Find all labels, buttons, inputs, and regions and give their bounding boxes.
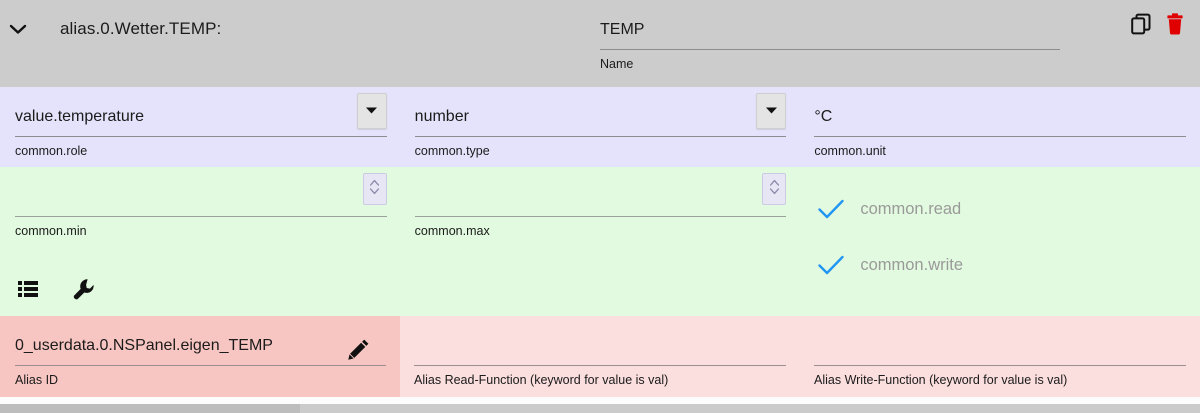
common-role-col: value.temperature common.role (0, 87, 401, 167)
common-type-underline (414, 136, 787, 137)
common-type-col: number common.type (401, 87, 801, 167)
alias-read-function-label: Alias Read-Function (keyword for value i… (414, 373, 669, 387)
chevron-down-icon (365, 102, 378, 120)
common-unit-field[interactable]: °C common.unit (814, 87, 1187, 159)
alias-row: 0_userdata.0.NSPanel.eigen_TEMP Alias ID… (0, 316, 1200, 397)
common-min-col: common.min (0, 167, 401, 316)
common-role-underline (15, 136, 387, 137)
alias-id-underline (15, 365, 386, 366)
common-type-field[interactable]: number common.type (414, 87, 787, 159)
common-unit-underline (814, 136, 1187, 137)
alias-read-function-underline (414, 365, 786, 366)
pencil-icon[interactable] (346, 336, 372, 362)
horizontal-scrollbar[interactable] (0, 404, 1200, 413)
check-icon (814, 248, 848, 282)
list-icon[interactable] (15, 276, 41, 302)
common-role-dropdown-button[interactable] (356, 93, 387, 129)
alias-write-function-field[interactable]: Alias Write-Function (keyword for value … (814, 316, 1186, 388)
page-title: alias.0.Wetter.TEMP: (60, 19, 222, 38)
common-type-label: common.type (414, 144, 490, 158)
common-write-label: common.write (860, 255, 964, 274)
common-max-value[interactable] (415, 185, 787, 209)
alias-header-left: alias.0.Wetter.TEMP: (0, 0, 600, 44)
common-min-field[interactable]: common.min (15, 167, 387, 239)
alias-write-function-label: Alias Write-Function (keyword for value … (814, 373, 1068, 387)
common-bottom-row: common.min (0, 167, 1200, 316)
common-role-field[interactable]: value.temperature common.role (15, 87, 387, 159)
trash-icon[interactable] (1162, 10, 1188, 38)
spinner-icon (769, 178, 780, 201)
name-underline (600, 49, 1060, 50)
common-permissions-col: common.read common.write (800, 167, 1200, 316)
common-type-value[interactable]: number (414, 108, 469, 125)
alias-id-value[interactable]: 0_userdata.0.NSPanel.eigen_TEMP (15, 337, 273, 354)
common-read-label: common.read (860, 199, 962, 218)
alias-read-function-col: Alias Read-Function (keyword for value i… (400, 316, 800, 397)
common-permissions: common.read common.write (814, 167, 1186, 287)
common-min-stepper[interactable] (362, 173, 387, 205)
alias-id-col: 0_userdata.0.NSPanel.eigen_TEMP Alias ID (0, 316, 400, 397)
common-min-label: common.min (15, 224, 87, 238)
copy-icon[interactable] (1128, 10, 1154, 38)
common-max-col: common.max (401, 167, 801, 316)
common-role-value[interactable]: value.temperature (15, 108, 144, 125)
common-max-label: common.max (414, 224, 490, 238)
alias-header-actions (1060, 0, 1200, 38)
common-min-underline (15, 216, 387, 217)
common-min-value[interactable] (15, 185, 387, 209)
common-type-dropdown-button[interactable] (756, 93, 787, 129)
alias-header: alias.0.Wetter.TEMP: TEMP Name (0, 0, 1200, 87)
common-read-checkbox[interactable]: common.read (814, 187, 1186, 231)
check-icon (814, 192, 848, 226)
chevron-down-icon[interactable] (0, 14, 36, 44)
scrollbar-thumb[interactable] (0, 404, 300, 413)
alias-read-function-value[interactable] (414, 334, 786, 358)
name-field[interactable]: TEMP Name (600, 0, 1060, 72)
common-write-checkbox[interactable]: common.write (814, 243, 1186, 287)
alias-write-function-value[interactable] (814, 334, 1186, 358)
common-tools (15, 276, 97, 302)
common-max-underline (414, 216, 787, 217)
common-unit-label: common.unit (814, 144, 886, 158)
common-unit-col: °C common.unit (800, 87, 1200, 167)
common-top-row: value.temperature common.role number com… (0, 87, 1200, 167)
alias-write-function-col: Alias Write-Function (keyword for value … (800, 316, 1200, 397)
common-max-stepper[interactable] (762, 173, 787, 205)
chevron-down-icon (765, 102, 778, 120)
name-input[interactable]: TEMP (600, 21, 645, 38)
alias-read-function-field[interactable]: Alias Read-Function (keyword for value i… (414, 316, 786, 388)
alias-id-field[interactable]: 0_userdata.0.NSPanel.eigen_TEMP Alias ID (15, 316, 386, 388)
common-max-field[interactable]: common.max (414, 167, 787, 239)
alias-write-function-underline (814, 365, 1186, 366)
common-role-label: common.role (15, 144, 88, 158)
name-field-wrapper: TEMP Name (600, 0, 1060, 72)
name-label: Name (600, 57, 634, 71)
common-unit-value[interactable]: °C (814, 108, 833, 125)
spinner-icon (369, 178, 380, 201)
footer-spacer (0, 397, 1200, 404)
wrench-icon[interactable] (71, 276, 97, 302)
alias-id-label: Alias ID (15, 373, 59, 387)
